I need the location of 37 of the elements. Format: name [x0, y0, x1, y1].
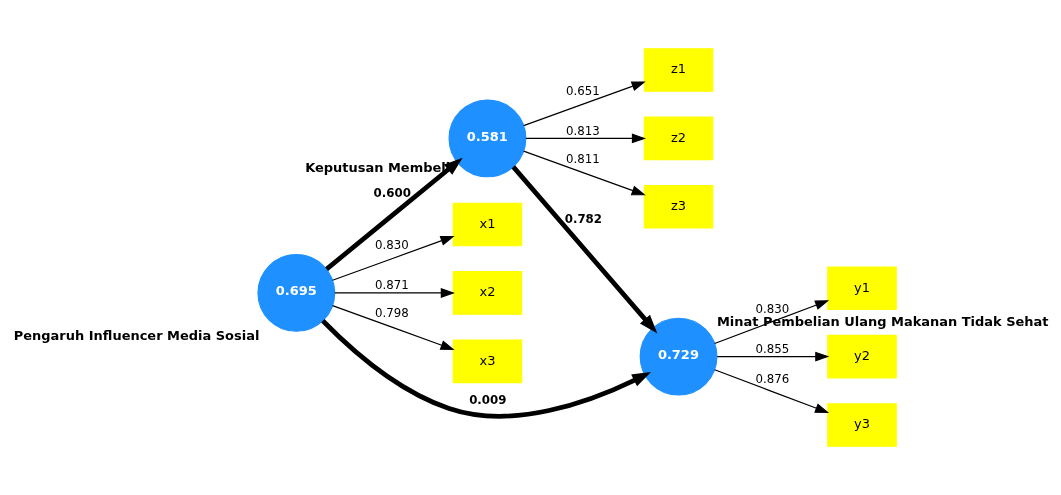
node-box: x2 — [452, 271, 523, 315]
node-box: z2 — [643, 116, 714, 161]
node-box: z1 — [643, 48, 714, 92]
edge-label: 0.830 — [375, 238, 409, 253]
edge-label: 0.600 — [373, 186, 411, 201]
edge-label: 0.798 — [375, 305, 409, 320]
arrow — [714, 300, 830, 344]
node-label: Pengaruh Influencer Media Sosial — [13, 328, 260, 344]
arrow — [325, 157, 463, 271]
arrow — [523, 150, 646, 196]
node-box: y1 — [827, 266, 897, 310]
edge-label: 0.811 — [566, 152, 600, 167]
edge-label: 0.871 — [375, 278, 409, 293]
arrow — [334, 287, 455, 298]
arrow — [332, 235, 455, 281]
node-box: y2 — [827, 334, 897, 379]
node-circle: 0.729 — [639, 317, 718, 396]
arrow — [332, 305, 455, 350]
edge-label: 0.813 — [566, 123, 600, 138]
edge-label: 0.651 — [566, 83, 600, 98]
arrow — [511, 165, 658, 334]
edge-label: 0.009 — [469, 392, 507, 407]
edge-label: 0.782 — [564, 212, 602, 227]
edge-label: 0.855 — [755, 342, 790, 357]
arrow — [523, 81, 646, 127]
edge-label: 0.876 — [755, 371, 790, 386]
edge-label: 0.830 — [755, 301, 790, 316]
node-box: y3 — [827, 403, 897, 447]
node-box: x1 — [452, 202, 523, 247]
node-label: Minat Pembelian Ulang Makanan Tidak Sehat — [716, 314, 1049, 330]
arrow — [716, 351, 830, 362]
arrow — [321, 319, 652, 419]
arrow — [714, 369, 830, 414]
arrow — [525, 133, 647, 144]
node-box: z3 — [643, 185, 714, 229]
node-box: x3 — [452, 339, 523, 384]
node-circle: 0.581 — [448, 99, 527, 178]
